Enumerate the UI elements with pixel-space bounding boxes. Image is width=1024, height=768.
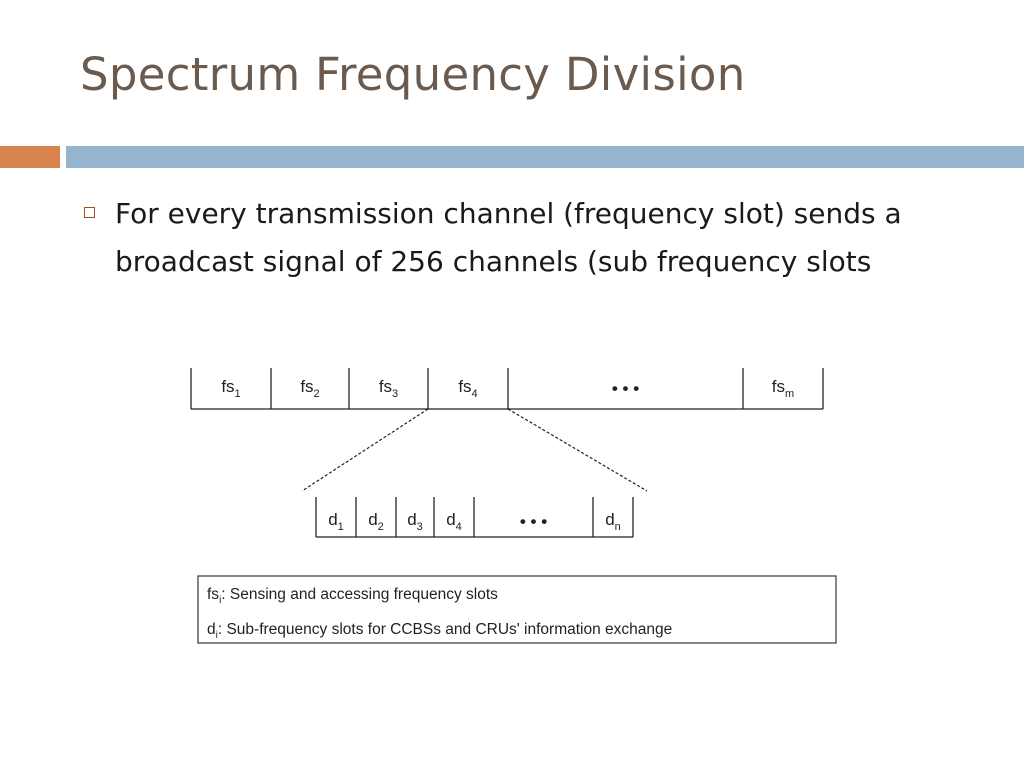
title-accent-bar-blue (66, 146, 1024, 168)
frequency-slot-label: fs4 (458, 377, 477, 400)
legend-entry: di: Sub-frequency slots for CCBSs and CR… (207, 621, 672, 641)
ellipsis-label: • • • (612, 379, 639, 398)
frequency-slot-label: fs2 (300, 377, 319, 400)
frequency-slot-label: fsm (772, 377, 794, 400)
sub-slot-label: d3 (407, 510, 423, 533)
sub-frequency-slot-row (315, 497, 634, 538)
legend-entry: fsi: Sensing and accessing frequency slo… (207, 586, 498, 606)
legend-box (197, 575, 837, 644)
sub-slot-label: d1 (328, 510, 344, 533)
sub-slot-label: dn (605, 510, 621, 533)
sub-slot-label: d2 (368, 510, 384, 533)
square-bullet-icon (84, 207, 95, 218)
frequency-slot-label: fs3 (379, 377, 398, 400)
ellipsis-label: • • • (520, 512, 547, 531)
bullet-text: For every transmission channel (frequenc… (115, 197, 902, 278)
title-accent-bar-orange (0, 146, 60, 168)
frequency-slot-label: fs1 (221, 377, 240, 400)
frequency-slot-row (190, 368, 824, 410)
sub-slot-label: d4 (446, 510, 462, 533)
zoom-dashed-lines (301, 408, 648, 492)
slide-title: Spectrum Frequency Division (80, 48, 746, 101)
